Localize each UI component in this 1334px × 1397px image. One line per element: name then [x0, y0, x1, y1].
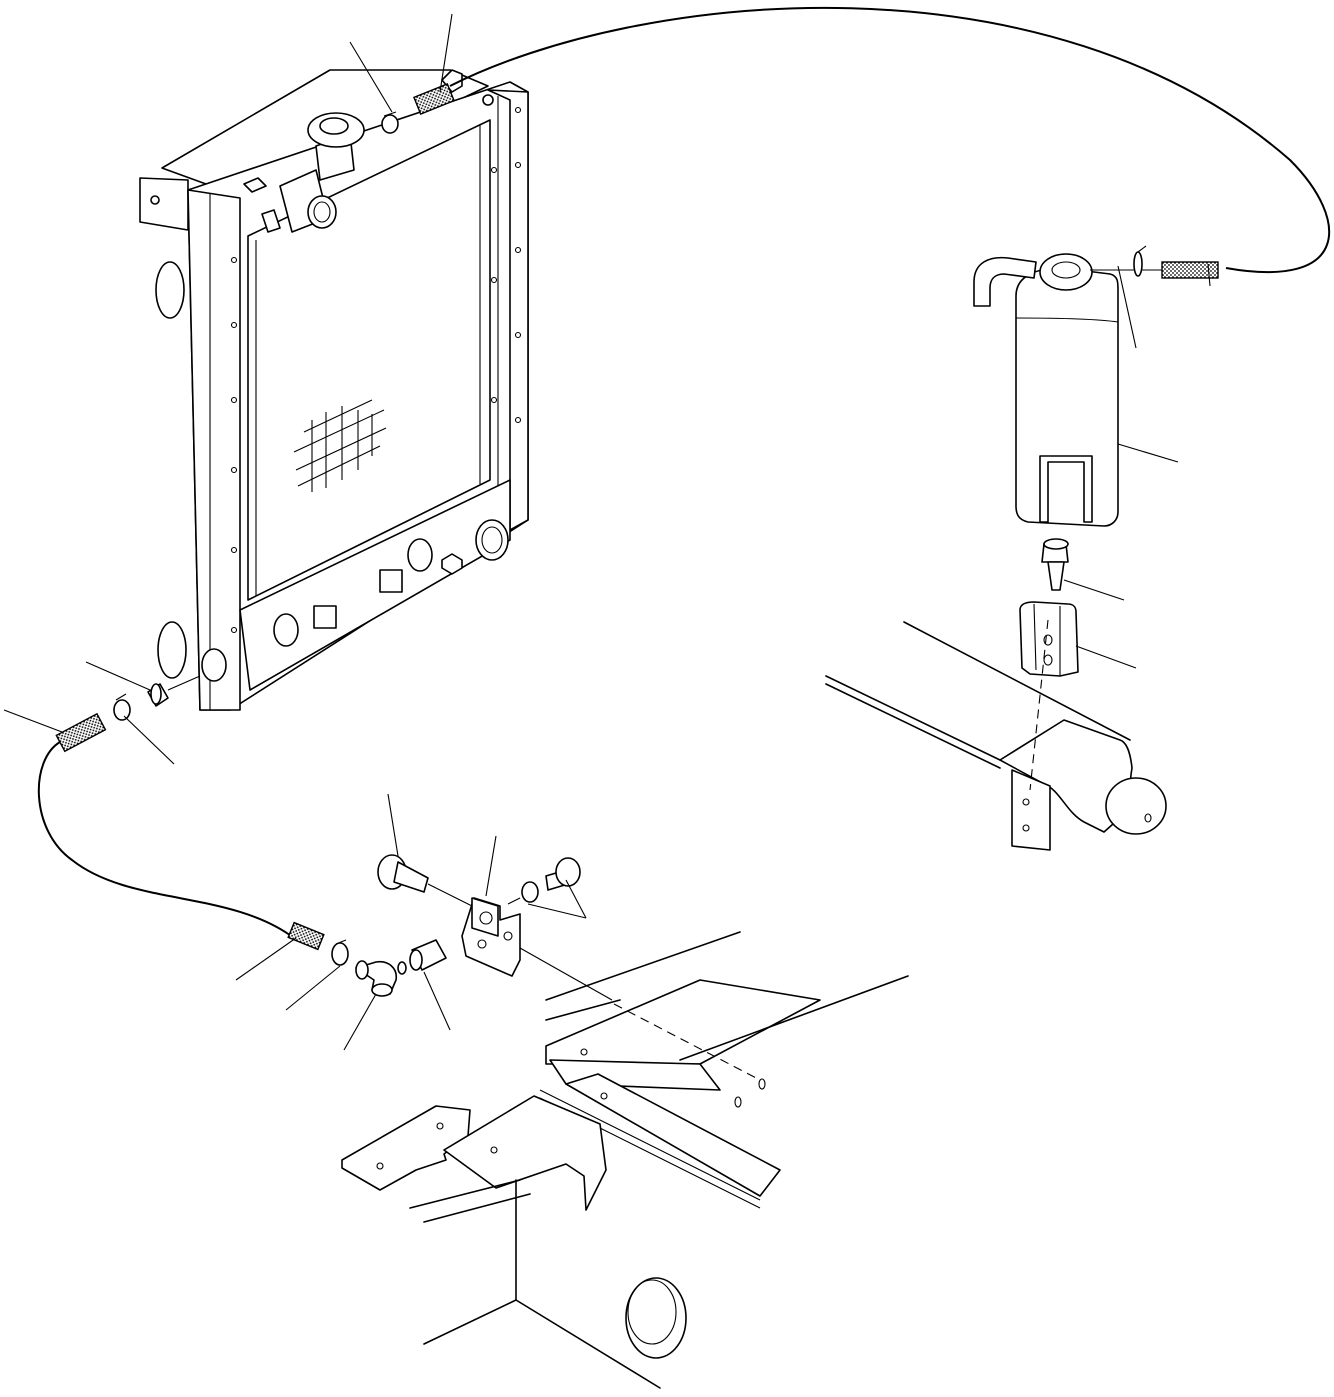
callout-leader	[423, 971, 451, 1031]
reservoir-tank	[973, 253, 1119, 527]
callout-leader	[1207, 263, 1211, 287]
reservoir-bracket	[1019, 601, 1079, 677]
radiator	[139, 69, 529, 711]
drain-bracket	[461, 897, 521, 977]
callout-leader	[349, 41, 393, 113]
callout-leader	[1117, 443, 1179, 463]
overflow-hose-clamp-tank	[1133, 245, 1147, 277]
drain-valve	[147, 675, 201, 707]
chassis-frame	[341, 931, 909, 1389]
drain-hose	[37, 712, 325, 951]
callout-leader	[235, 937, 297, 981]
callout-leader	[565, 879, 587, 919]
reservoir-bolt	[1041, 538, 1069, 591]
washer-and-screw	[507, 857, 581, 905]
callout-leader	[485, 835, 497, 897]
callout-leader	[123, 715, 175, 765]
bracket-bolt	[377, 854, 473, 907]
callout-leader	[1117, 265, 1137, 349]
overflow-hose	[413, 6, 1331, 279]
overflow-hose-clamp-radiator	[381, 111, 399, 134]
drain-hose-clamp-lower	[331, 939, 349, 966]
callout-leader	[343, 993, 377, 1051]
drain-joint	[397, 939, 447, 975]
callout-leader	[285, 965, 341, 1011]
drain-elbow	[355, 960, 398, 997]
callout-leader	[1075, 645, 1137, 669]
callout-leader	[1063, 579, 1125, 601]
callout-leader	[527, 903, 587, 919]
callout-leader	[85, 661, 151, 691]
callout-leaders	[3, 13, 1211, 1051]
callout-leader	[3, 709, 63, 733]
callout-leader	[387, 793, 399, 857]
callout-leader	[439, 13, 453, 93]
tank-mount-frame	[825, 619, 1167, 851]
drain-hose-clamp-upper	[113, 693, 131, 721]
assembly-axis	[519, 947, 613, 1001]
